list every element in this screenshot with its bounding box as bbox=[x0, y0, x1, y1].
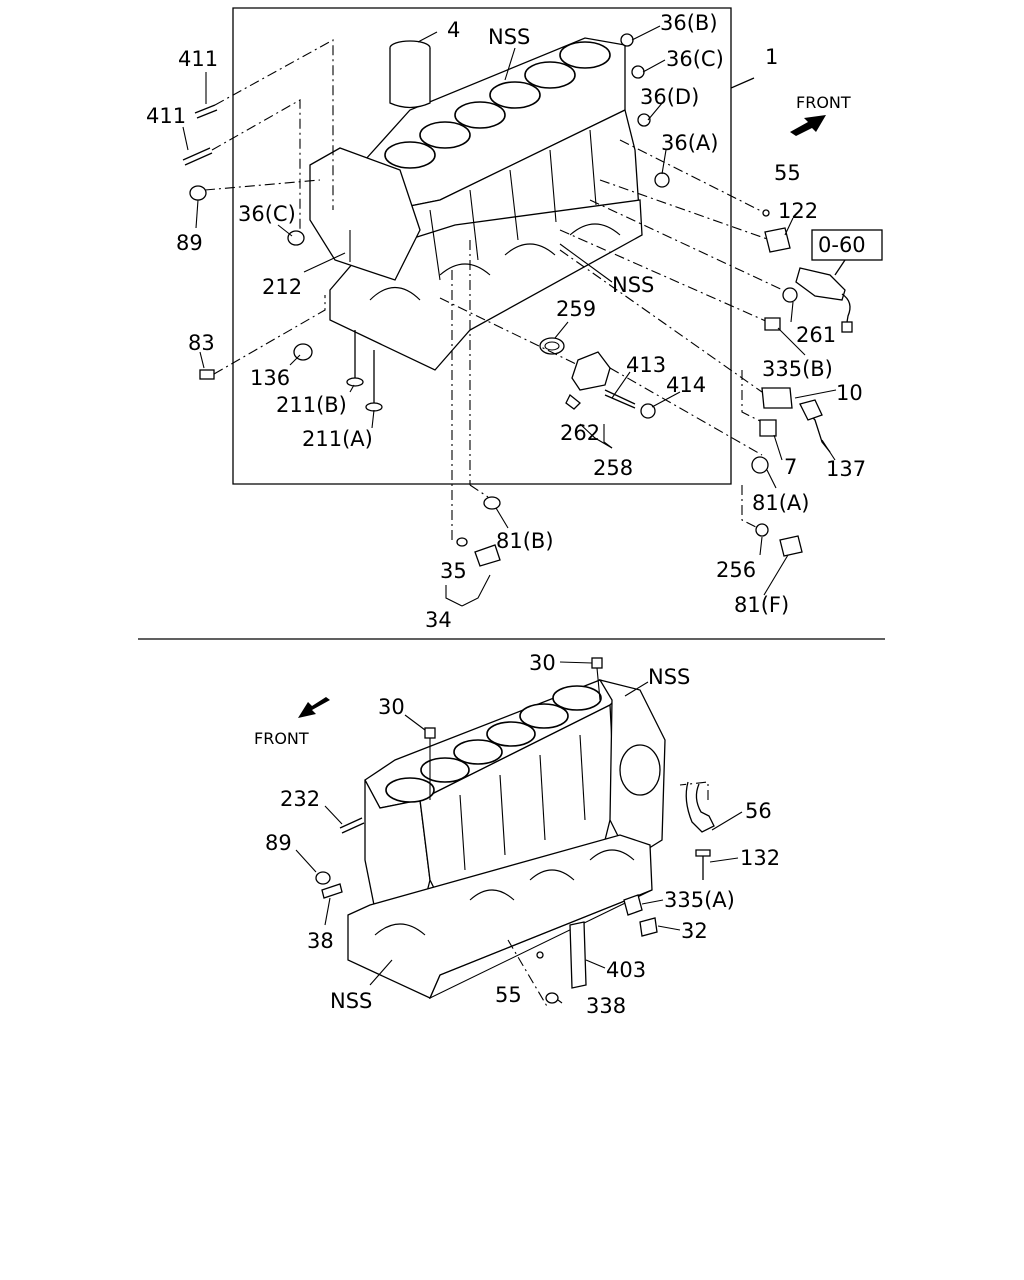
cylinder-liner bbox=[389, 40, 431, 109]
label-32: 32 bbox=[681, 919, 708, 943]
label-89-top: 89 bbox=[176, 231, 203, 255]
plug-81b bbox=[483, 496, 501, 510]
label-211b: 211(B) bbox=[276, 393, 347, 417]
label-132: 132 bbox=[740, 846, 780, 870]
plug-89-bottom bbox=[315, 871, 331, 885]
label-front-bottom: FRONT bbox=[254, 729, 309, 748]
valve-assembly-258 bbox=[539, 337, 656, 419]
label-7: 7 bbox=[784, 455, 797, 479]
label-338: 338 bbox=[586, 994, 626, 1018]
top-exploded-view: 1 4 NSS 36(B) 36(C) 36(D) 36(A) 411 411 … bbox=[146, 7, 883, 632]
label-4: 4 bbox=[447, 18, 460, 42]
cylinder-block-top bbox=[309, 37, 643, 371]
pin-83 bbox=[199, 369, 215, 380]
plug-30-b bbox=[424, 727, 436, 739]
washer-261 bbox=[782, 287, 798, 303]
label-81f: 81(F) bbox=[734, 593, 789, 617]
front-arrow-bottom bbox=[298, 697, 330, 718]
label-10: 10 bbox=[836, 381, 863, 405]
fitting-10 bbox=[761, 387, 793, 409]
plate-403 bbox=[569, 921, 587, 989]
label-nss-2: NSS bbox=[612, 273, 654, 297]
label-122: 122 bbox=[778, 199, 818, 223]
label-335b: 335(B) bbox=[762, 357, 833, 381]
label-38: 38 bbox=[307, 929, 334, 953]
washer-256 bbox=[755, 523, 769, 537]
sensor-0-60 bbox=[795, 229, 883, 333]
label-nss-1: NSS bbox=[488, 25, 530, 49]
cylinder-block-bottom bbox=[347, 678, 666, 1000]
label-nss-4: NSS bbox=[330, 989, 372, 1013]
bolt-211 bbox=[346, 330, 383, 412]
stud-232 bbox=[339, 817, 363, 829]
label-0-60[interactable]: 0-60 bbox=[818, 233, 866, 257]
plug-30-a bbox=[591, 657, 603, 669]
label-36d: 36(D) bbox=[640, 85, 699, 109]
label-35: 35 bbox=[440, 559, 467, 583]
label-nss-3: NSS bbox=[648, 665, 690, 689]
label-1: 1 bbox=[765, 45, 778, 69]
label-34: 34 bbox=[425, 608, 452, 632]
plug-36d bbox=[637, 113, 651, 127]
label-136: 136 bbox=[250, 366, 290, 390]
label-55-top: 55 bbox=[774, 161, 801, 185]
bottom-view: 30 NSS 30 232 89 38 56 132 335(A) 32 403… bbox=[254, 651, 780, 1018]
label-front-top: FRONT bbox=[796, 93, 851, 112]
plug-89 bbox=[189, 185, 207, 201]
label-403: 403 bbox=[606, 958, 646, 982]
label-89-bottom: 89 bbox=[265, 831, 292, 855]
label-232: 232 bbox=[280, 787, 320, 811]
nozzle-56 bbox=[685, 781, 715, 833]
front-arrow-top bbox=[790, 115, 826, 136]
label-413: 413 bbox=[626, 353, 666, 377]
label-212: 212 bbox=[262, 275, 302, 299]
label-137: 137 bbox=[826, 457, 866, 481]
label-411-a: 411 bbox=[178, 47, 218, 71]
pipe-137 bbox=[799, 399, 823, 421]
label-36c-left: 36(C) bbox=[238, 202, 296, 226]
label-30-a: 30 bbox=[529, 651, 556, 675]
plug-81f bbox=[779, 535, 803, 557]
label-56: 56 bbox=[745, 799, 772, 823]
label-83: 83 bbox=[188, 331, 215, 355]
plug-36b bbox=[620, 33, 634, 47]
label-414: 414 bbox=[666, 373, 706, 397]
label-261: 261 bbox=[796, 323, 836, 347]
label-55-bottom: 55 bbox=[495, 983, 522, 1007]
label-211a: 211(A) bbox=[302, 427, 373, 451]
plug-32 bbox=[639, 917, 658, 937]
label-30-b: 30 bbox=[378, 695, 405, 719]
plug-36c-top bbox=[631, 65, 645, 79]
plug-335b bbox=[764, 317, 781, 331]
plug-338 bbox=[545, 992, 559, 1004]
label-411-b: 411 bbox=[146, 104, 186, 128]
pin-38 bbox=[321, 883, 343, 899]
gasket-35 bbox=[456, 537, 468, 547]
plug-7 bbox=[759, 419, 777, 437]
label-259: 259 bbox=[556, 297, 596, 321]
label-258: 258 bbox=[593, 456, 633, 480]
label-36b: 36(B) bbox=[660, 11, 718, 35]
plug-36a bbox=[654, 172, 670, 188]
label-81a: 81(A) bbox=[752, 491, 809, 515]
fitting-122 bbox=[764, 227, 791, 253]
stud-411 bbox=[182, 104, 218, 166]
plug-36c-left bbox=[287, 230, 305, 246]
label-36c-top: 36(C) bbox=[666, 47, 724, 71]
block-frame bbox=[232, 7, 755, 485]
label-256: 256 bbox=[716, 558, 756, 582]
label-335a: 335(A) bbox=[664, 888, 735, 912]
label-36a: 36(A) bbox=[661, 131, 718, 155]
label-262: 262 bbox=[560, 421, 600, 445]
plug-81a bbox=[751, 456, 769, 474]
bolt-34 bbox=[474, 544, 501, 567]
label-81b: 81(B) bbox=[496, 529, 554, 553]
plug-335a bbox=[623, 894, 643, 916]
